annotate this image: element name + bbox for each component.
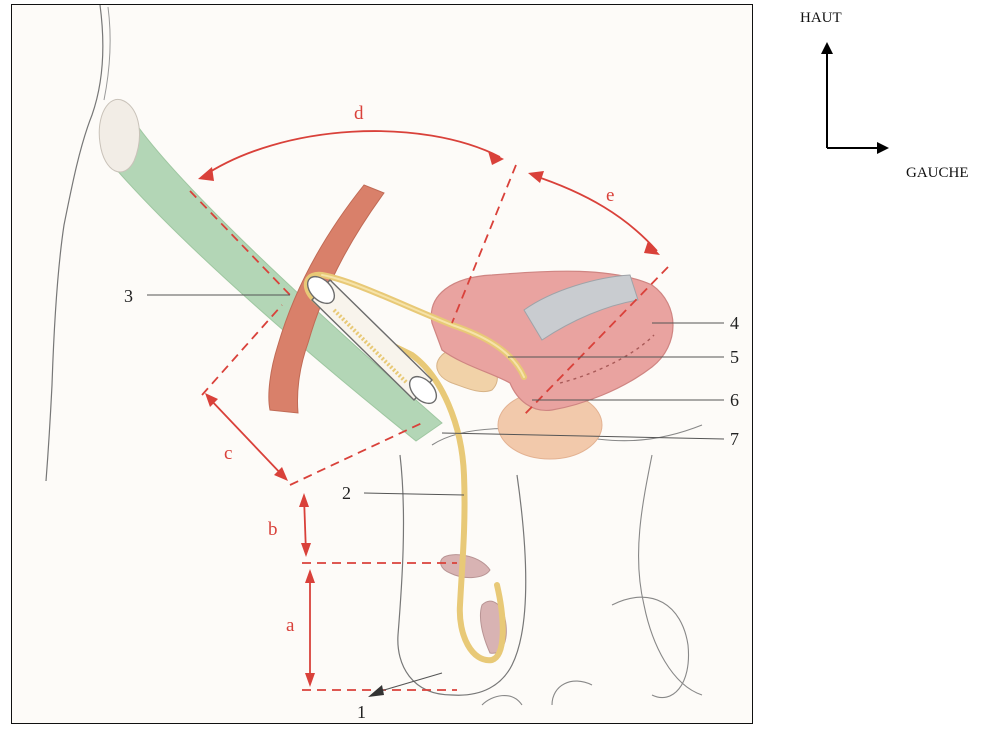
orientation-up-label: HAUT [800, 10, 842, 27]
arrowhead [488, 151, 504, 165]
label-2: 2 [342, 483, 351, 503]
leader-line-2 [364, 493, 464, 495]
label-4: 4 [730, 313, 739, 333]
lower-outline [482, 681, 592, 705]
label-3: 3 [124, 286, 133, 306]
arrowhead [305, 569, 315, 583]
body-outline [46, 5, 103, 481]
orientation-left-label: GAUCHE [906, 165, 969, 182]
label-1: 1 [357, 702, 366, 722]
arrowhead [644, 241, 660, 255]
left-arrow-head [877, 142, 889, 154]
ligament-origin [99, 99, 139, 172]
dimension-label-d: d [354, 103, 364, 124]
dimension-arc-d [202, 131, 500, 177]
bladder [431, 271, 673, 410]
label-5: 5 [730, 347, 739, 367]
anatomical-figure: 1 2 3 4 5 6 7 a b c d e [11, 4, 753, 724]
dimension-label-b: b [268, 519, 278, 540]
penis-outline [612, 597, 689, 697]
arrowhead [198, 167, 214, 181]
label-6: 6 [730, 390, 739, 410]
arrowhead [301, 543, 311, 557]
label-1-arrowhead [368, 685, 384, 697]
up-arrow-head [821, 42, 833, 54]
dimension-label-a: a [286, 615, 295, 636]
dimension-label-c: c [224, 443, 232, 464]
arrowhead [305, 673, 315, 687]
orientation-arrows [815, 40, 895, 160]
dimension-label-e: e [606, 185, 614, 206]
dimension-arc-e [532, 175, 657, 251]
thigh-outline-right [639, 455, 702, 695]
arrowhead [299, 493, 309, 507]
arrowhead [528, 171, 544, 183]
label-7: 7 [730, 429, 739, 449]
body-outline-inner [104, 7, 110, 100]
